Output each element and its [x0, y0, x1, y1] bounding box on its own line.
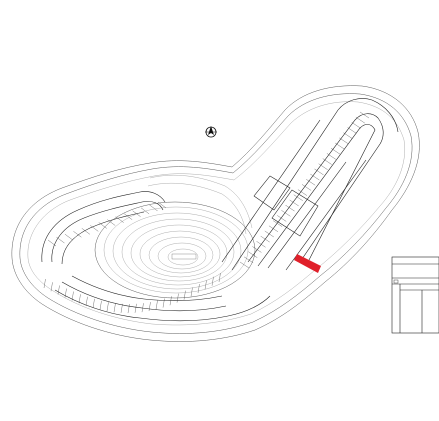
lot-divider	[120, 303, 123, 313]
lot-divider	[85, 296, 88, 306]
lot-divider	[183, 290, 186, 300]
central-mound-contours	[94, 175, 256, 299]
lot-divider	[355, 117, 365, 124]
lot-divider	[218, 272, 221, 283]
lot-divider	[260, 235, 270, 243]
outer-contours	[11, 85, 420, 342]
lot-divider	[211, 276, 214, 286]
lot-divider	[148, 302, 151, 312]
north-arrow-icon	[205, 126, 217, 138]
lot-divider	[73, 231, 82, 238]
lot-divider	[162, 298, 165, 308]
lot-divider	[330, 148, 341, 155]
lot-divider	[57, 285, 60, 295]
lot-divider	[339, 137, 349, 145]
lot-divider	[359, 111, 370, 119]
lot-divider	[318, 163, 328, 170]
lot-divider	[239, 261, 250, 269]
lot-divider	[322, 158, 332, 165]
lot-divider	[277, 215, 287, 222]
lot-divider	[297, 189, 308, 196]
lot-divider	[106, 302, 109, 312]
lot-divider	[248, 251, 258, 258]
lot-divider	[244, 256, 254, 263]
lot-divider	[252, 246, 262, 253]
highlighted-parcel	[294, 254, 321, 273]
lot-divider	[314, 168, 324, 176]
lot-divider	[99, 300, 102, 310]
lot-divider	[347, 127, 357, 134]
lot-divider	[273, 220, 283, 227]
lot-divider	[64, 288, 67, 298]
lot-divider	[56, 236, 65, 244]
lot-divider	[281, 210, 291, 217]
lot-divider	[289, 199, 299, 207]
lot-divider	[98, 222, 107, 229]
lot-divider	[107, 219, 116, 226]
lot-divider	[268, 225, 279, 232]
lot-divider	[285, 204, 295, 212]
lot-divider	[115, 216, 124, 223]
lot-divider	[78, 294, 81, 304]
lot-divider	[149, 204, 158, 212]
lot-divider	[306, 179, 316, 186]
lot-divider	[256, 241, 266, 248]
title-block	[391, 256, 439, 334]
northeast-lot-strip	[221, 98, 399, 271]
lot-divider	[293, 194, 303, 201]
lot-divider	[264, 230, 274, 238]
west-lot-rows	[41, 191, 271, 322]
lot-divider	[90, 225, 99, 232]
lot-divider	[124, 213, 133, 220]
lot-divider	[141, 303, 144, 313]
lot-divider	[64, 234, 74, 241]
lot-divider	[127, 304, 130, 314]
lot-divider	[335, 142, 345, 150]
lot-divider	[351, 122, 361, 129]
lot-divider	[140, 207, 150, 214]
lot-divider	[326, 153, 336, 160]
lot-divider	[301, 184, 312, 191]
lot-divider	[92, 298, 95, 308]
lot-divider	[81, 228, 90, 235]
lot-divider	[47, 239, 57, 247]
lot-divider	[50, 282, 53, 292]
lot-divider	[43, 278, 46, 289]
lot-divider	[155, 300, 158, 310]
lot-divider	[71, 291, 74, 301]
lot-divider	[310, 173, 320, 181]
lot-divider	[134, 303, 137, 313]
lot-divider	[113, 303, 116, 313]
lot-divider	[343, 132, 353, 139]
lot-divider	[197, 283, 200, 294]
